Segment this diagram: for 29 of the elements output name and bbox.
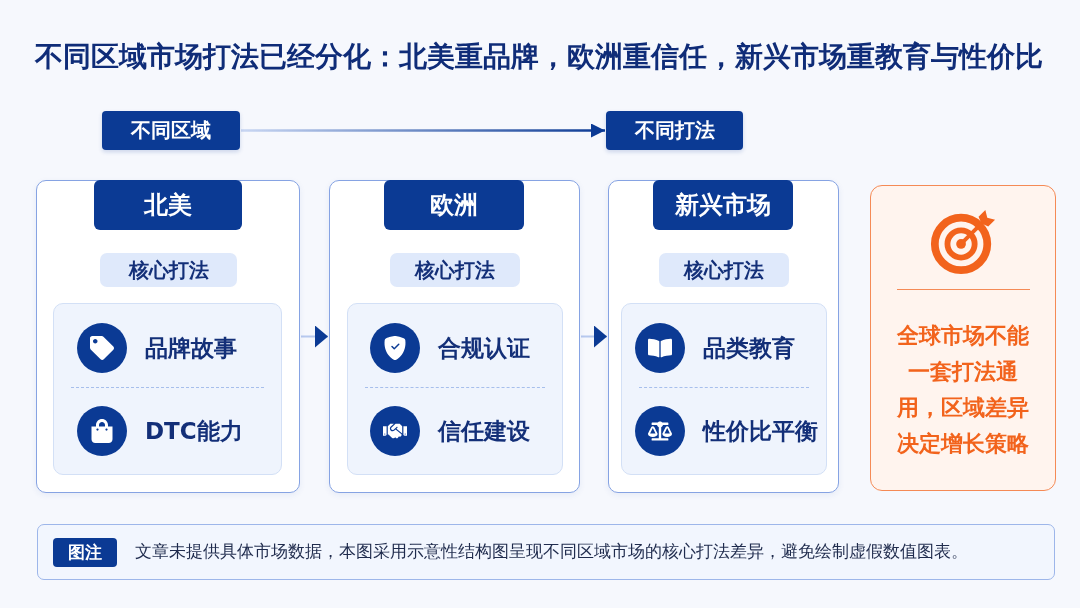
section-label: 核心打法 xyxy=(659,253,789,287)
section-label: 核心打法 xyxy=(390,253,520,287)
strategy-text: 信任建设 xyxy=(438,416,530,446)
conclusion-card xyxy=(870,185,1056,491)
region-panel xyxy=(36,180,300,493)
arrow xyxy=(241,123,605,138)
section-label: 核心打法 xyxy=(100,253,237,287)
note-panel xyxy=(37,524,1055,580)
strategy-list xyxy=(347,303,563,475)
region-panel xyxy=(329,180,580,493)
conclusion-text: 全球市场不能一套打法通用，区域差异决定增长策略 xyxy=(896,322,1030,458)
region-header: 欧洲 xyxy=(384,179,524,230)
arrow xyxy=(580,325,608,348)
strategy-text: 品牌故事 xyxy=(145,333,237,363)
note-tag: 图注 xyxy=(53,537,117,567)
strategy-list xyxy=(621,303,827,475)
category-tag: 不同打法 xyxy=(606,111,743,150)
title: 不同区域市场打法已经分化：北美重品牌，欧洲重信任，新兴市场重教育与性价比 xyxy=(35,39,1043,75)
strategy-text: 合规认证 xyxy=(438,333,530,363)
arrow xyxy=(300,325,329,348)
region-panel xyxy=(608,180,839,493)
region-header: 新兴市场 xyxy=(653,179,793,230)
strategy-list xyxy=(53,303,282,475)
note-text: 文章未提供具体市场数据，本图采用示意性结构图呈现不同区域市场的核心打法差异，避免绘制虚假数值图表。 xyxy=(135,541,968,563)
category-tag: 不同区域 xyxy=(102,111,240,150)
strategy-text: 品类教育 xyxy=(703,333,795,363)
region-header: 北美 xyxy=(93,179,242,230)
strategy-text: DTC能力 xyxy=(145,416,243,446)
strategy-text: 性价比平衡 xyxy=(703,416,818,446)
